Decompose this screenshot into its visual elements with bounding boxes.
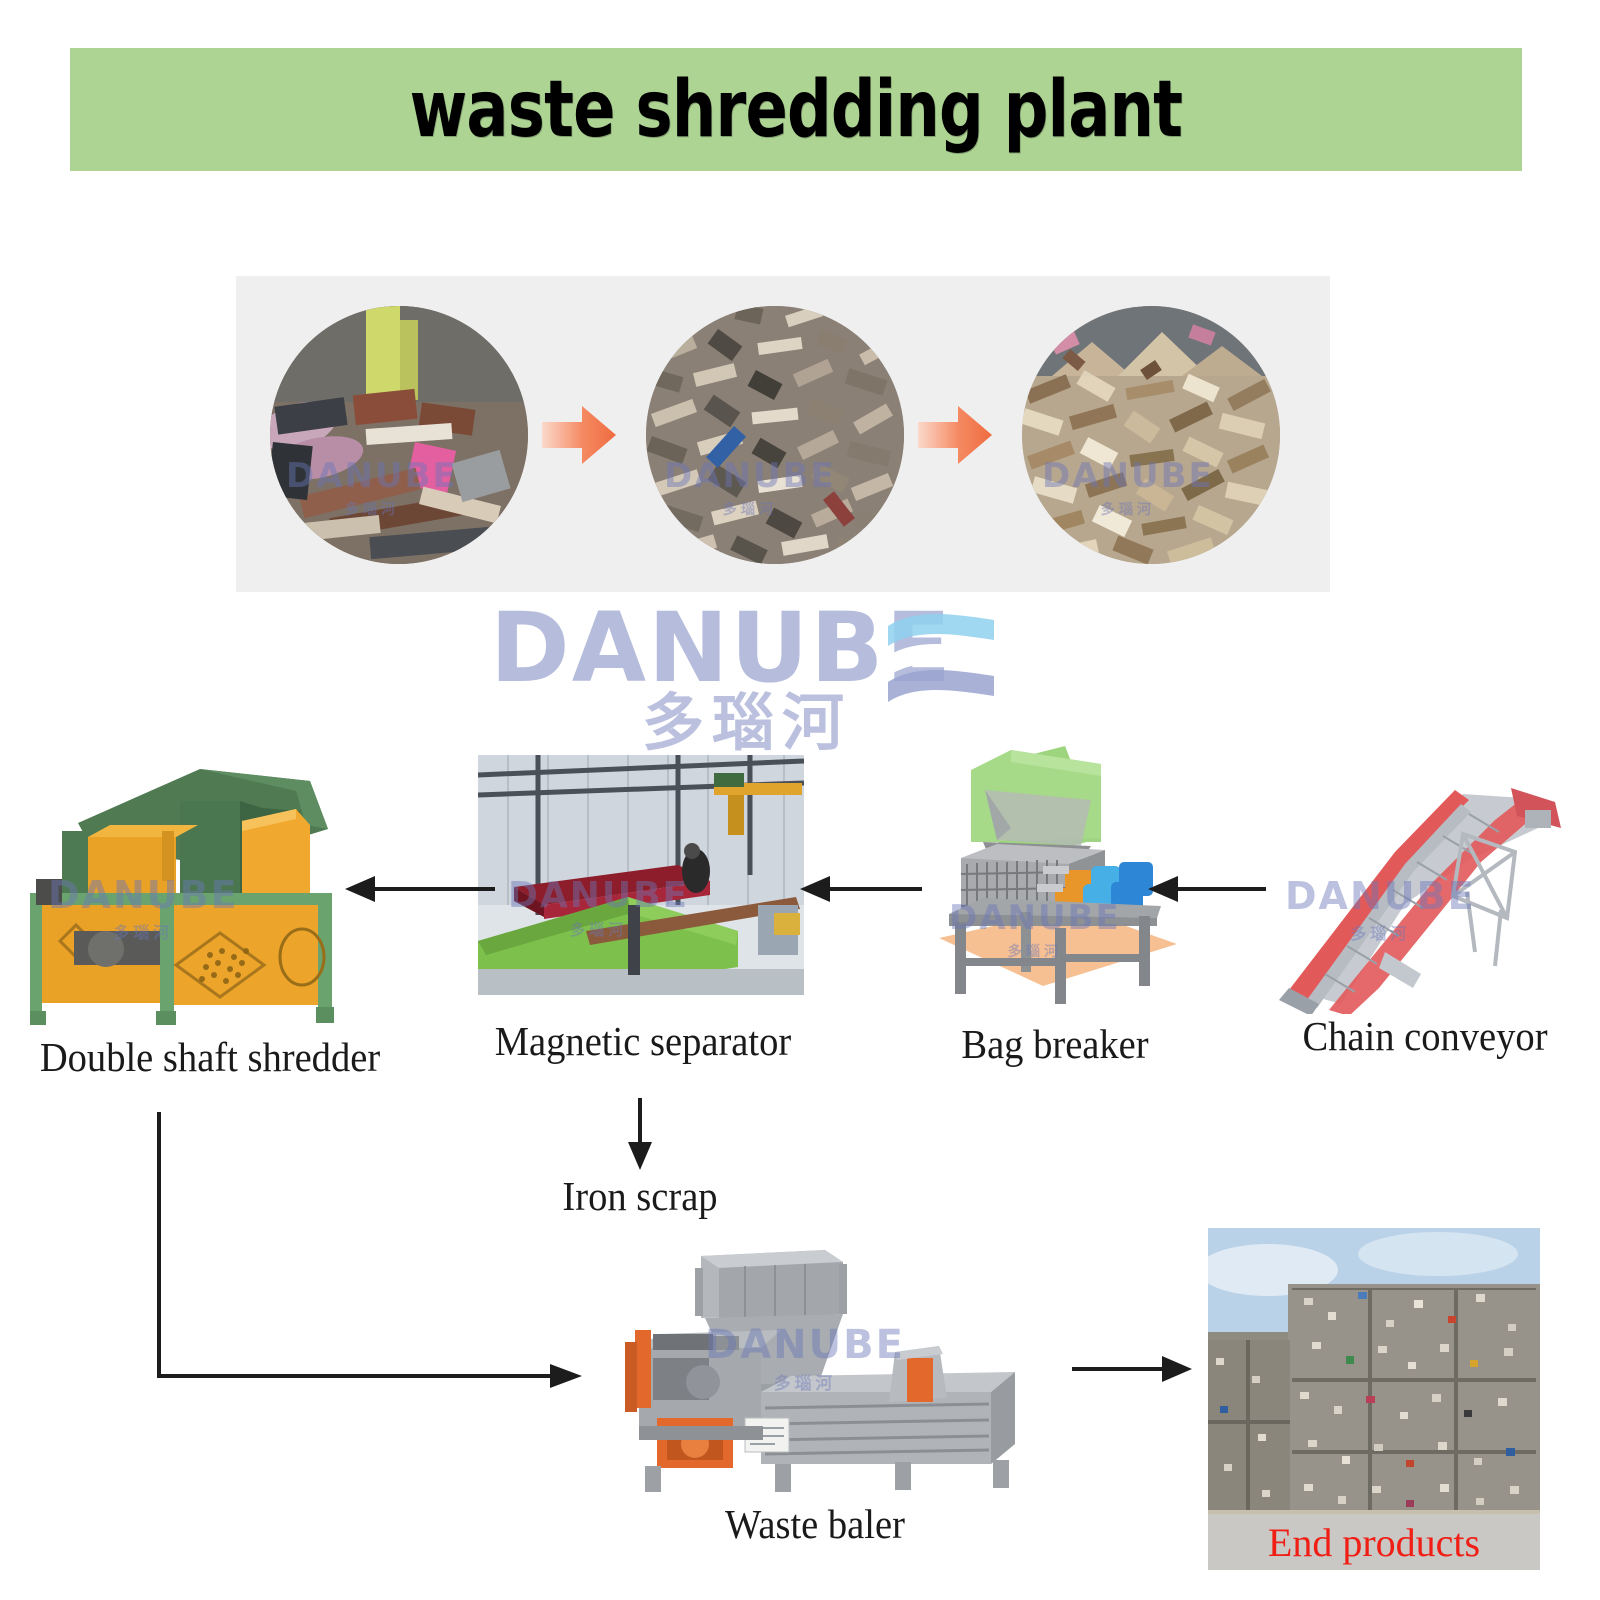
logo-wave-icon [882, 610, 1000, 719]
waste-baler-image [595, 1222, 1031, 1504]
end-products-card: End products [1208, 1228, 1540, 1570]
equipment-double-shaft-shredder: DANUBE 多瑙河 Double shaft shredder [0, 745, 420, 1080]
process-strip: DANUBE 多瑙河 [236, 276, 1330, 592]
double-shaft-shredder-image [10, 745, 410, 1035]
page-title: waste shredding plant [409, 64, 1183, 155]
label-end-products: End products [1208, 1514, 1540, 1570]
magnetic-separator-image [478, 755, 804, 995]
process-step-shredded-waste: DANUBE 多瑙河 [646, 306, 904, 564]
logo-wordmark-cn: 多瑙河 [642, 686, 853, 759]
bag-breaker-image [915, 742, 1191, 1024]
equipment-magnetic-separator: DANUBE 多瑙河 Magnetic separator [478, 755, 808, 1064]
process-arrow-icon [918, 404, 992, 466]
arrow-bagbreaker-to-separator [800, 868, 922, 910]
danube-logo: DANUBE 多瑙河 [490, 592, 1070, 754]
process-step-final-waste: DANUBE 多瑙河 [1022, 306, 1280, 564]
label-chain-conveyor: Chain conveyor [1302, 1013, 1548, 1059]
end-products-text: End products [1267, 1519, 1481, 1565]
label-iron-scrap: Iron scrap [562, 1173, 718, 1219]
label-bag-breaker: Bag breaker [961, 1021, 1149, 1067]
label-waste-baler: Waste baler [725, 1501, 905, 1547]
arrow-separator-to-iron-scrap [615, 1098, 665, 1170]
label-magnetic-separator: Magnetic separator [494, 1018, 792, 1064]
title-banner: waste shredding plant [70, 48, 1522, 171]
arrow-separator-to-shredder [345, 868, 495, 910]
label-double-shaft-shredder: Double shaft shredder [39, 1034, 381, 1080]
arrow-conveyor-to-bagbreaker [1148, 868, 1266, 910]
equipment-chain-conveyor: DANUBE 多瑙河 Chain conveyor [1255, 742, 1585, 1059]
equipment-waste-baler: DANUBE 多瑙河 Waste baler [595, 1222, 1035, 1547]
process-arrow-icon [542, 404, 616, 466]
arrow-shredder-to-baler [150, 1108, 590, 1393]
arrow-baler-to-end-products [1072, 1348, 1192, 1390]
logo-wordmark: DANUBE [490, 592, 954, 704]
process-step-raw-waste: DANUBE 多瑙河 [270, 306, 528, 564]
chain-conveyor-image [1255, 742, 1581, 1014]
